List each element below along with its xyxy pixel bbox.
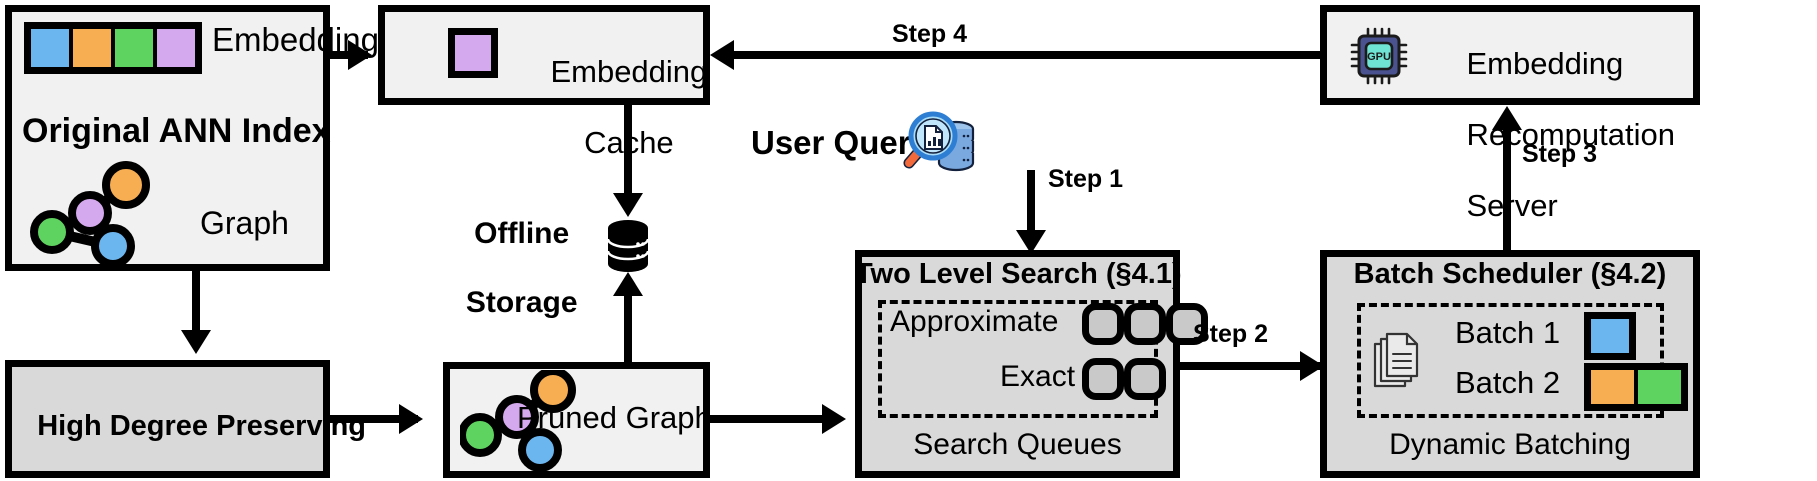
arrow-step3-head xyxy=(1492,106,1522,130)
batch-1-label: Batch 1 xyxy=(1455,315,1561,350)
arrow-pruning-to-prunedgraph-line xyxy=(330,415,418,423)
svg-text:GPU: GPU xyxy=(1367,51,1391,63)
batch-2-label: Batch 2 xyxy=(1455,365,1561,400)
arrow-cache-to-storage-line xyxy=(624,105,632,205)
server-title-line3: Server xyxy=(1466,188,1558,224)
embedding-cache-swatch xyxy=(448,28,498,78)
offline-storage-line2: Storage xyxy=(465,285,578,319)
approximate-slot-1[interactable] xyxy=(1082,303,1124,345)
two-level-search-title: Two Level Search (§4.1) xyxy=(855,258,1182,290)
recomputation-server-title: Embedding Recomputation Server xyxy=(1432,10,1675,259)
arrow-index-to-cache-head xyxy=(348,40,372,70)
embedding-cell-orange xyxy=(73,29,111,67)
pruned-graph-title: Pruned Graph xyxy=(517,400,712,435)
step1-label: Step 1 xyxy=(1048,165,1124,193)
embedding-cell-purple xyxy=(157,29,195,67)
exact-slot-1[interactable] xyxy=(1082,358,1124,400)
arrow-cache-to-storage-head xyxy=(613,193,643,217)
documents-icon xyxy=(1373,332,1419,388)
embedding-cell-green xyxy=(115,29,153,67)
offline-storage-title: Offline Storage xyxy=(415,182,595,355)
pruning-title-line2: Graph Pruning (§5) xyxy=(52,477,315,481)
step4-label: Step 4 xyxy=(892,20,968,48)
step2-label: Step 2 xyxy=(1193,320,1269,348)
arrow-index-to-pruning-head xyxy=(181,330,211,354)
high-degree-pruning-title: High Degree Preserving Graph Pruning (§5… xyxy=(5,377,366,481)
pruning-title-line1: High Degree Preserving xyxy=(37,410,367,443)
exact-slot-2[interactable] xyxy=(1124,358,1166,400)
arrow-prunedgraph-to-search-line xyxy=(710,415,830,423)
search-queues-footer: Search Queues xyxy=(913,428,1122,461)
step3-label: Step 3 xyxy=(1522,140,1598,168)
arrow-index-to-pruning-line xyxy=(192,271,200,341)
query-search-database-icon xyxy=(903,111,975,172)
embedding-cache-title-line1: Embedding xyxy=(550,53,708,89)
database-icon xyxy=(606,220,650,272)
dynamic-batching-dashed-region xyxy=(1357,303,1664,418)
original-ann-index-title: Original ANN Index xyxy=(22,112,331,150)
arrow-pruning-to-prunedgraph-head xyxy=(399,404,423,434)
high-degree-pruning-box xyxy=(5,360,330,478)
gpu-chip-icon: GPU xyxy=(1350,27,1408,85)
batch-2-cells xyxy=(1584,363,1688,411)
arrow-step3-line xyxy=(1503,128,1511,250)
approximate-row-label: Approximate xyxy=(890,305,1059,338)
offline-storage-line1: Offline xyxy=(474,216,570,250)
pruned-graph-visual xyxy=(460,370,576,472)
arrow-step4-head xyxy=(710,40,734,70)
arrow-step1-line xyxy=(1027,170,1035,242)
batch-scheduler-title: Batch Scheduler (§4.2) xyxy=(1353,258,1667,290)
batch-1-cell-blue xyxy=(1584,312,1636,360)
embedding-swatch-strip xyxy=(24,22,202,74)
dynamic-batching-footer: Dynamic Batching xyxy=(1389,428,1631,461)
embedding-cache-box xyxy=(378,5,710,105)
approximate-slot-2[interactable] xyxy=(1124,303,1166,345)
arrow-prunedgraph-to-storage-line xyxy=(624,286,632,364)
arrow-prunedgraph-to-storage-head xyxy=(613,272,643,296)
arrow-prunedgraph-to-search-head xyxy=(822,404,846,434)
ann-index-graph xyxy=(30,161,150,265)
arrow-step4-line xyxy=(730,51,1320,59)
recomputation-server-box xyxy=(1320,5,1700,105)
graph-label: Graph xyxy=(200,205,289,241)
embedding-cell-blue xyxy=(31,29,69,67)
arrow-step2-line xyxy=(1180,362,1320,370)
batch-2-cell-green xyxy=(1638,370,1681,404)
exact-row-label: Exact xyxy=(1000,360,1076,393)
approximate-slot-3[interactable] xyxy=(1166,303,1208,345)
batch-2-cell-orange xyxy=(1591,370,1634,404)
server-title-line1: Embedding xyxy=(1466,45,1624,81)
embedding-cache-title: Embedding Cache xyxy=(516,18,707,196)
